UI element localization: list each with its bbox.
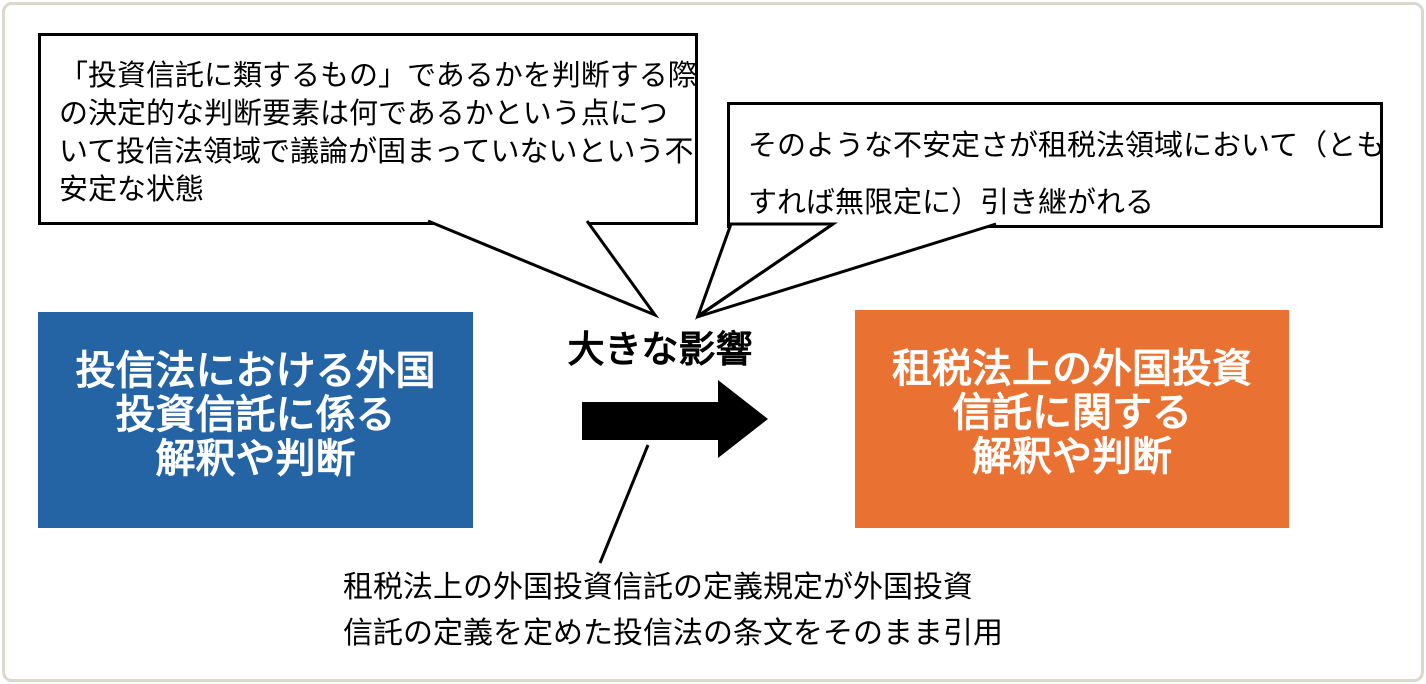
callout-right-line: そのような不安定さが租税法領域において（とも bbox=[748, 130, 1386, 162]
source-box-line: 投信法における外国 bbox=[75, 349, 436, 393]
callout-left-tail bbox=[427, 219, 660, 319]
callout-right-line: すれば無限定に）引き継がれる bbox=[748, 187, 1155, 219]
arrow-label: 大きな影響 bbox=[567, 329, 753, 370]
bottom-note-line: 租税法上の外国投資信託の定義規定が外国投資 bbox=[343, 571, 973, 604]
source-box: 投信法における外国 投資信託に係る 解釈や判断 bbox=[38, 312, 473, 528]
callout-left-line: の決定的な判断要素は何であるかという点につ bbox=[59, 98, 668, 130]
target-box-line: 解釈や判断 bbox=[972, 435, 1172, 479]
source-box-line: 解釈や判断 bbox=[155, 437, 356, 481]
target-box-line: 租税法上の外国投資 bbox=[892, 347, 1252, 391]
callout-left-line: 「投資信託に類するもの」であるかを判断する際 bbox=[59, 60, 697, 92]
callout-right: そのような不安定さが租税法領域において（とも すれば無限定に）引き継がれる bbox=[727, 102, 1386, 228]
callout-left: 「投資信託に類するもの」であるかを判断する際 の決定的な判断要素は何であるかとい… bbox=[38, 33, 698, 225]
callout-left-line: いて投信法領域で議論が固まっていないという不 bbox=[59, 136, 694, 168]
callout-right-tail-outer bbox=[696, 222, 997, 319]
impact-arrow bbox=[582, 380, 768, 458]
callout-right-tail-inner bbox=[695, 222, 838, 320]
target-box-line: 信託に関する bbox=[952, 391, 1192, 435]
bottom-note-line: 信託の定義を定めた投信法の条文をそのまま引用 bbox=[343, 617, 1003, 650]
callout-left-line: 安定な状態 bbox=[59, 174, 205, 206]
bottom-note: 租税法上の外国投資信託の定義規定が外国投資 信託の定義を定めた投信法の条文をその… bbox=[343, 565, 1103, 657]
note-connector-line bbox=[598, 444, 650, 564]
source-box-line: 投資信託に係る bbox=[115, 393, 396, 437]
target-box: 租税法上の外国投資 信託に関する 解釈や判断 bbox=[855, 310, 1289, 528]
